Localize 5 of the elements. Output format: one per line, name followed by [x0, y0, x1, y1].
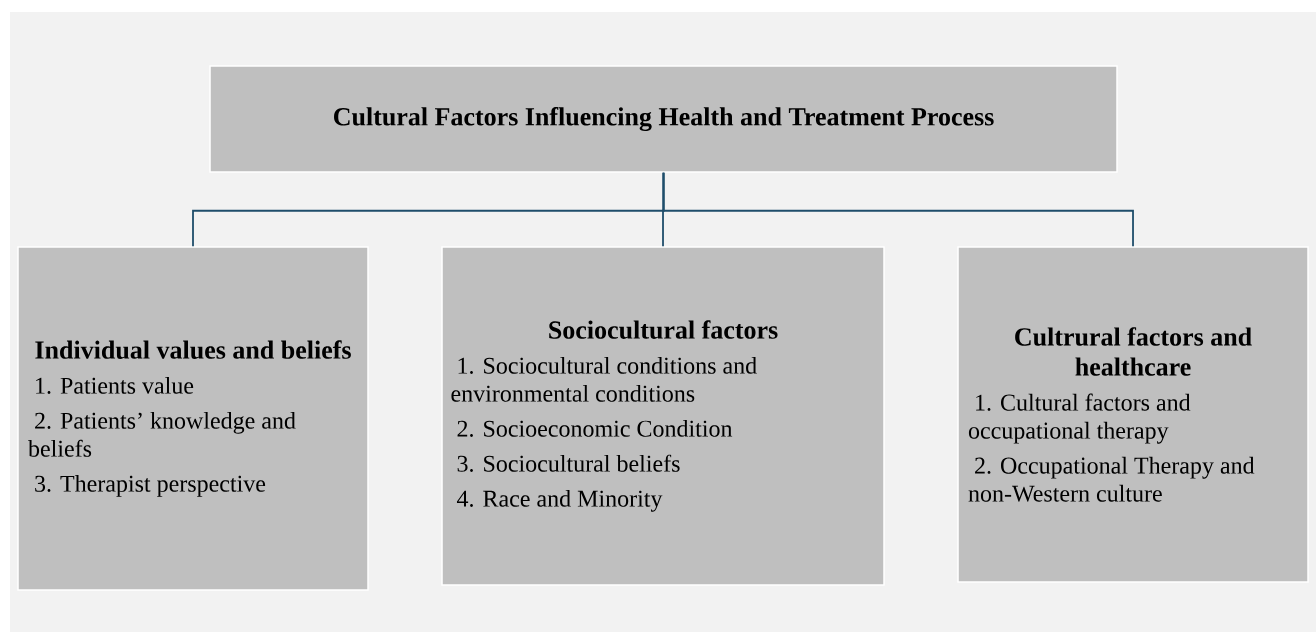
category-box: Sociocultural factors 1. Sociocultural conditions and environmental conditions 2. Socioeconomic Condition 3. Sociocultural beliefs 4. Race and Minority — [441, 246, 885, 586]
connector — [662, 171, 1134, 248]
category-box: Individual values and beliefs 1. Patients value 2. Patients’ knowledge and beliefs 3. Therapist perspective — [17, 246, 369, 591]
category-box: Cultrural factors and healthcare 1. Cultural factors and occupational therapy 2. Occupational Therapy and non-Western culture — [957, 246, 1309, 583]
title-box: Cultural Factors Influencing Health and Treatment Process — [209, 65, 1118, 173]
